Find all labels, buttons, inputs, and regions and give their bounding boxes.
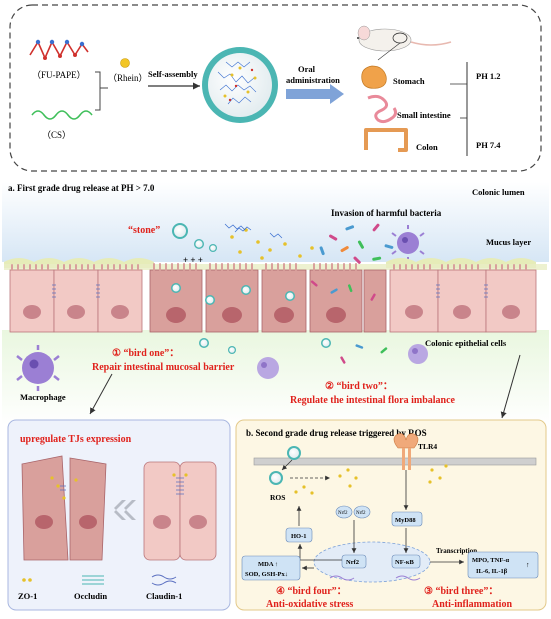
chevron-right-icon (114, 500, 136, 520)
bacteria-label: Invasion of harmful bacteria (331, 208, 442, 218)
section-a-title: a. First grade drug release at PH > 7.0 (8, 183, 155, 193)
nrf2-nucleus-box (341, 554, 367, 569)
nrf2-pair-label-b: Nrf2 (356, 511, 366, 516)
epithelial-cells-label: Colonic epithelial cells (425, 338, 507, 348)
ros-nanoparticle-icon (269, 446, 301, 485)
connector-lines (95, 71, 101, 111)
self-assembly-label: Self-assembly (148, 69, 198, 79)
myd88-box (391, 511, 423, 527)
bird-one-desc: Repair intestinal mucosal barrier (92, 362, 235, 373)
ph-high-label: PH 7.4 (476, 140, 501, 150)
arrow-to-left-box (89, 373, 113, 415)
legend-occludin-icon (82, 575, 104, 585)
tlr4-label: TLR4 (418, 442, 437, 451)
mouse-icon (357, 25, 452, 52)
transcription-label: Transcription (436, 547, 477, 555)
ros-particles (294, 468, 358, 495)
mpo-arrow: ↑ (526, 561, 530, 569)
rhein-label: （Rhein） (108, 73, 148, 83)
released-drug-particles (230, 228, 314, 260)
ros-label: ROS (270, 493, 285, 502)
mda-line1: MDA ↑ (258, 561, 278, 568)
oral-administration-arrow (286, 84, 344, 104)
legend-zo1-icon (22, 578, 32, 582)
cs-label: （CS） (42, 130, 71, 140)
mpo-box (467, 551, 539, 579)
rhein-icon (120, 58, 130, 68)
nfkb-box (391, 554, 421, 569)
cs-polymer-icon (31, 110, 93, 120)
stone-label: “stone” (128, 225, 160, 236)
released-polymer-fragments (224, 223, 283, 239)
legend-claudin-label: Claudin-1 (146, 591, 182, 601)
colonic-lumen-label: Colonic lumen (472, 187, 525, 197)
arrow-to-section-b (500, 354, 521, 419)
macrophage-icon (16, 345, 60, 391)
section-b-box (235, 419, 547, 611)
ph-low-label: PH 1.2 (476, 71, 501, 81)
nrf2-pair-icon (335, 505, 371, 519)
mucus-layer-band (4, 264, 547, 270)
macrophage-label: Macrophage (20, 392, 66, 402)
stone-nanoparticle-icon (172, 223, 217, 252)
nanoparticle-icon (202, 47, 278, 123)
oral-label: Oral (298, 64, 316, 74)
stomach-icon (361, 65, 387, 89)
bird-four-title: ④ “bird four”： (276, 586, 347, 597)
epithelial-cells-row (9, 269, 537, 333)
bird-three-desc: Anti-inflammation (432, 599, 512, 610)
colon-label: Colon (416, 142, 438, 152)
lumen-macrophage-icon (391, 225, 425, 261)
mpo-line2: IL-6, IL-1β (476, 568, 508, 575)
mucus-layer-label: Mucus layer (486, 237, 531, 247)
small-intestine-icon (367, 94, 398, 124)
tight-junction-icons (52, 284, 488, 298)
colon-icon (364, 128, 408, 152)
mda-box (241, 555, 301, 581)
colonic-lumen-background (2, 182, 549, 262)
tissue-bacteria (310, 280, 388, 364)
nrf2-pair-label-a: Nrf2 (338, 511, 348, 516)
section-b-title: b. Second grade drug release triggered b… (246, 428, 427, 438)
bird-four-desc: Anti-oxidative stress (266, 599, 353, 610)
small-intestine-label: Small intestine (397, 110, 451, 120)
np-entry-arrow (281, 459, 293, 471)
legend-claudin-icon (151, 574, 177, 586)
ho1-label: HO-1 (291, 533, 307, 540)
mpo-line1: MPO, TNF-α (472, 557, 509, 564)
cell-membrane (253, 457, 537, 466)
administration-label: administration (286, 75, 340, 85)
bird-two-title: ② “bird two”： (325, 381, 393, 392)
submucosa-macrophage-icons (257, 344, 428, 379)
plus-signs: + + + (183, 255, 203, 265)
bird-two-desc: Regulate the intestinal flora imbalance (290, 395, 456, 406)
nrf2-nucleus-label: Nrf2 (346, 559, 359, 566)
mda-line2: SOD, GSH-Px↓ (245, 571, 288, 578)
nanoparticles-in-tissue (171, 283, 331, 354)
microvilli (11, 263, 527, 271)
legend-zo1-label: ZO-1 (18, 591, 37, 601)
tj-box-title: upregulate TJs expression (20, 434, 132, 445)
harmful-bacteria-icons (319, 223, 394, 264)
nfkb-label: NF-κB (395, 559, 414, 566)
fu-pape-label: （FU-PAPE） (32, 70, 86, 80)
dna-strand-icon (329, 575, 421, 581)
extracellular-particles (428, 464, 448, 484)
repaired-cells-illustration (143, 461, 217, 561)
damaged-cells-illustration (21, 455, 107, 561)
tlr4-receptor-icon (393, 433, 419, 470)
fu-pape-polymer-icon (29, 39, 89, 60)
mouse-pointer-line (377, 42, 401, 61)
stomach-label: Stomach (393, 76, 425, 86)
bird-three-title: ③ “bird three”： (424, 586, 498, 597)
bird-one-title: ① “bird one”： (112, 348, 179, 359)
ho1-box (285, 527, 313, 543)
legend-occludin-label: Occludin (74, 591, 107, 601)
myd88-label: MyD88 (395, 517, 416, 524)
